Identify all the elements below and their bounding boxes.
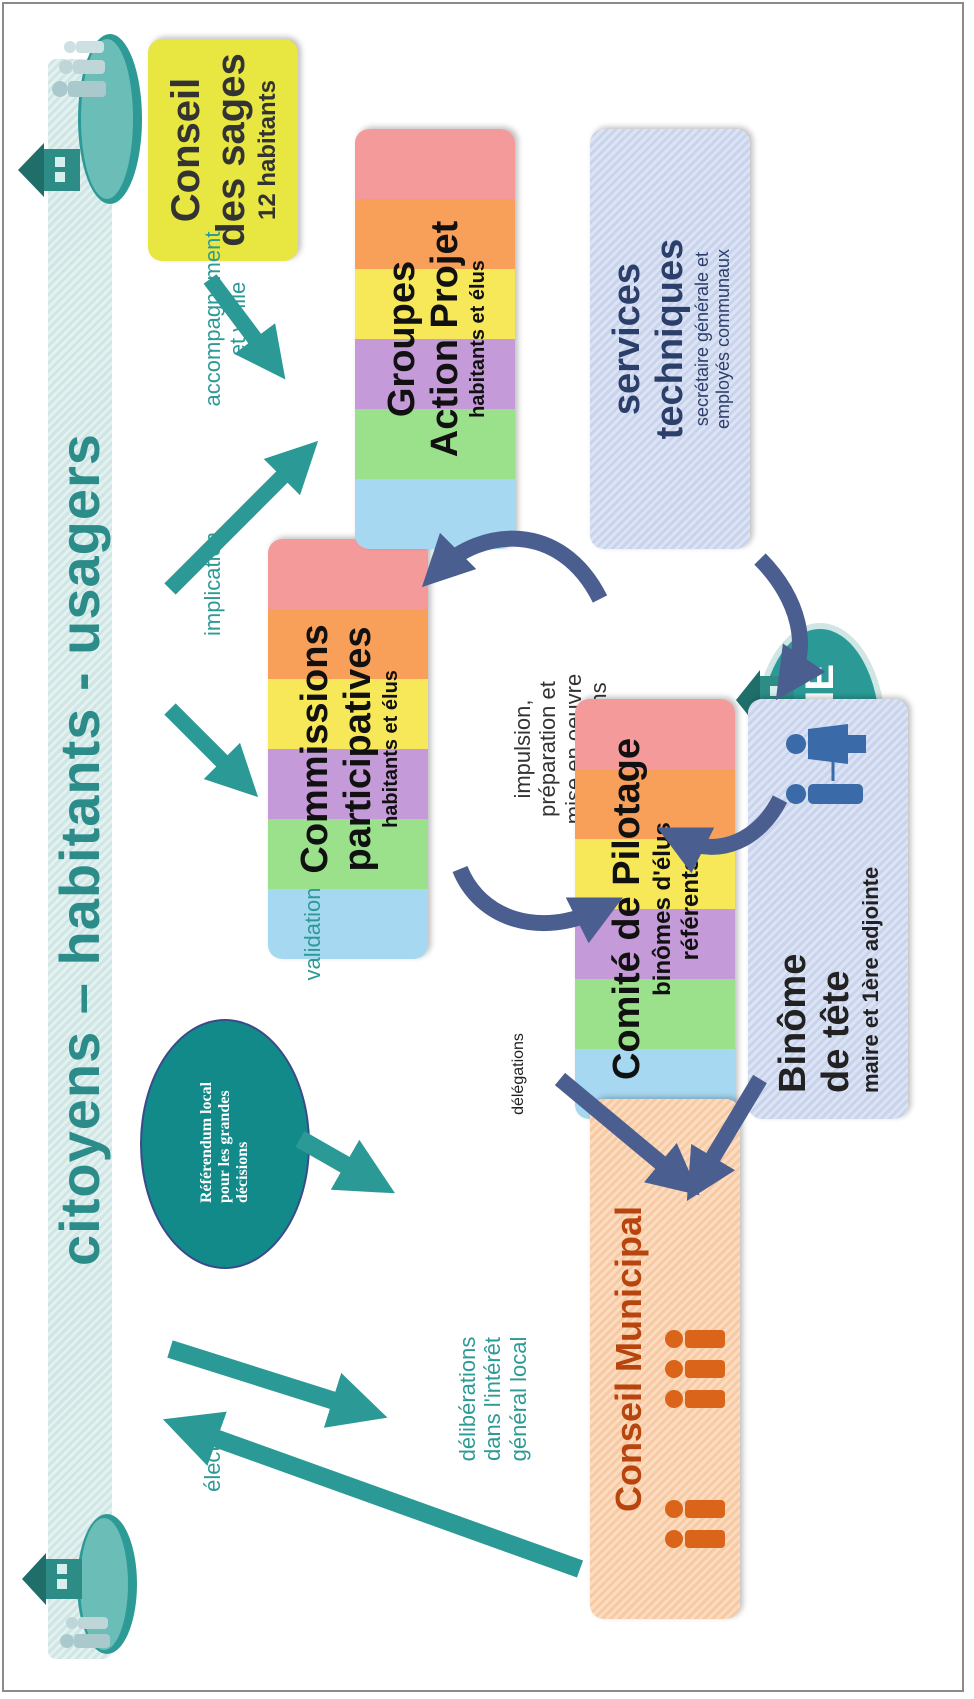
implication-arrow-groupes: [164, 440, 319, 595]
conseil-municipal-box: Conseil Municipal: [590, 1099, 740, 1619]
delegation-arrow-binome: [686, 1074, 767, 1201]
binome-tete-box: Binôme de tête maire et 1ère adjointe: [748, 699, 908, 1119]
council-members-icon: [665, 1330, 725, 1548]
cycle-arrow-left: [452, 865, 623, 944]
sages-arrow: [203, 274, 286, 380]
town-left-icon: [22, 1514, 137, 1654]
implication-arrow-commissions: [164, 703, 259, 798]
deliberations-arrow: [162, 1411, 584, 1578]
town-right-icon: [18, 34, 142, 204]
election-arrow: [167, 1340, 388, 1428]
cycle-arrow-top: [421, 530, 608, 603]
cycle-arrow-right: [754, 553, 826, 701]
couple-icon: [786, 724, 866, 804]
cycle-arrow-bottom: [657, 795, 788, 874]
validation-arrow: [295, 1131, 396, 1194]
delegation-arrow-comite: [554, 1072, 700, 1196]
